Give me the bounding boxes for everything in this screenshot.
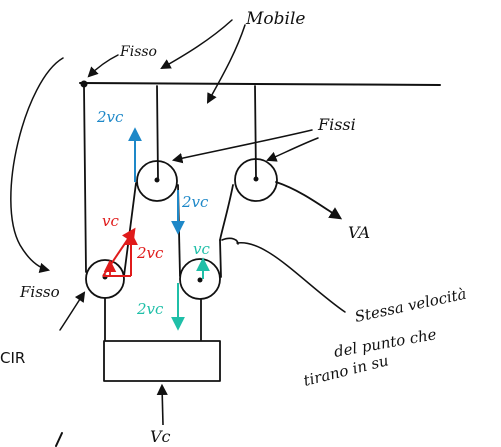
pointer-fissi-b	[266, 137, 319, 162]
label-fisso-left: Fisso	[19, 283, 60, 301]
label-blue-mid: 2vc	[181, 193, 209, 211]
label-fisso-top: Fisso	[119, 44, 157, 60]
upper-pulley-1-axle	[154, 177, 160, 183]
rope-bump	[221, 237, 239, 245]
pointer-cir	[59, 291, 86, 331]
pointer-mobile-b	[206, 24, 246, 104]
label-fissi: Fissi	[317, 115, 356, 134]
vc-arrow	[156, 383, 168, 426]
upper-pulley-2-axle	[253, 176, 259, 182]
pointer-fissi-a	[171, 129, 313, 164]
lower-pulley-2-axle	[197, 277, 203, 283]
left-rope	[83, 85, 87, 273]
label-teal-vc: vc	[193, 240, 210, 258]
upper-pulley-1	[136, 160, 178, 202]
label-va: VA	[348, 223, 370, 242]
pointer-mobile-a	[160, 19, 233, 70]
note-line-1: Stessa velocità	[353, 285, 468, 326]
label-teal-2vc: 2vc	[136, 300, 164, 318]
top-anchor-dot	[80, 80, 88, 88]
upper-pulley-1-hanger	[156, 85, 159, 179]
label-red-vc: vc	[102, 212, 119, 230]
label-mobile: Mobile	[245, 9, 305, 29]
label-red-2vc: 2vc	[136, 244, 164, 262]
pointer-fisso-top	[87, 54, 119, 78]
pointer-fisso-left-curve	[10, 57, 64, 274]
rope-segment-c	[219, 239, 222, 278]
rope-segment-d	[219, 184, 234, 241]
ceiling-bar	[79, 82, 441, 86]
label-blue-top: 2vc	[96, 108, 124, 126]
pen-tick	[55, 432, 63, 447]
label-cir: CIR	[0, 349, 25, 367]
red-vc-arrow	[102, 227, 136, 277]
rope-to-va	[275, 181, 343, 220]
moving-block	[103, 340, 221, 382]
upper-pulley-2-hanger	[254, 85, 257, 179]
pointer-note	[236, 242, 346, 313]
upper-pulley-2	[234, 158, 278, 202]
label-vc-bottom: Vc	[150, 427, 171, 446]
